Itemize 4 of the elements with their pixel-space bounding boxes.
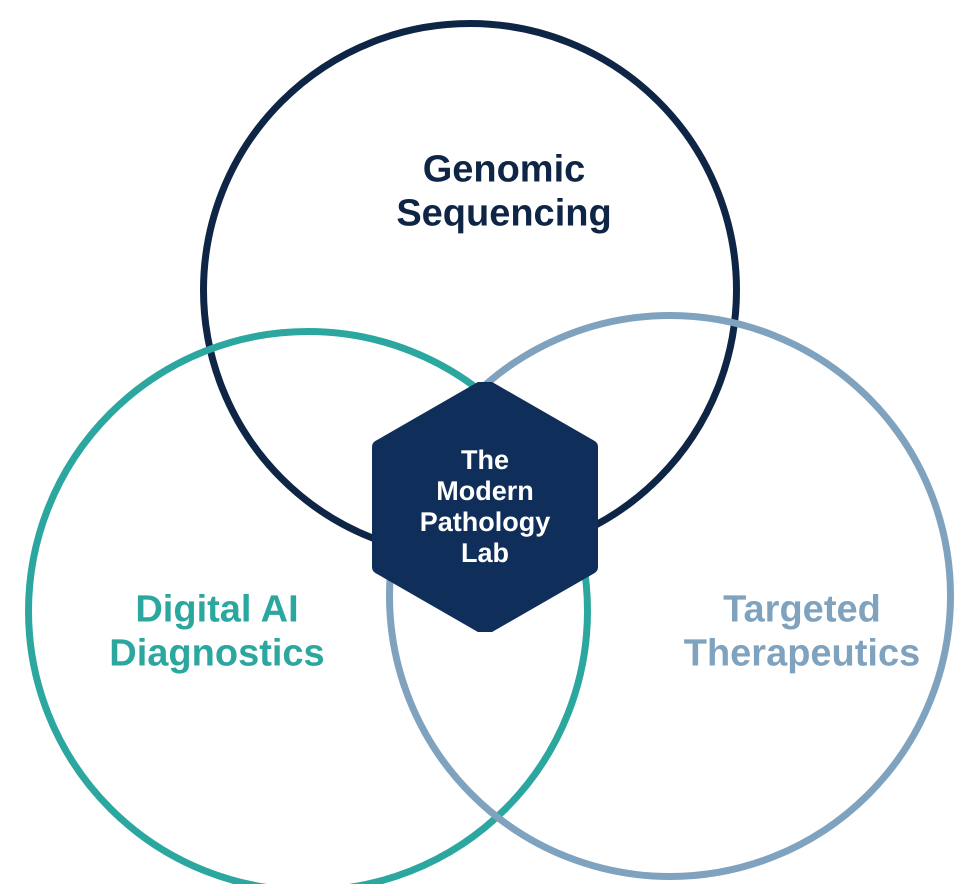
circle-label: Genomic Sequencing bbox=[395, 148, 613, 236]
center-title: The Modern Pathology Lab bbox=[418, 444, 552, 570]
circle-label: Digital AI Diagnostics bbox=[108, 588, 326, 676]
circle-label: Targeted Therapeutics bbox=[682, 588, 922, 676]
